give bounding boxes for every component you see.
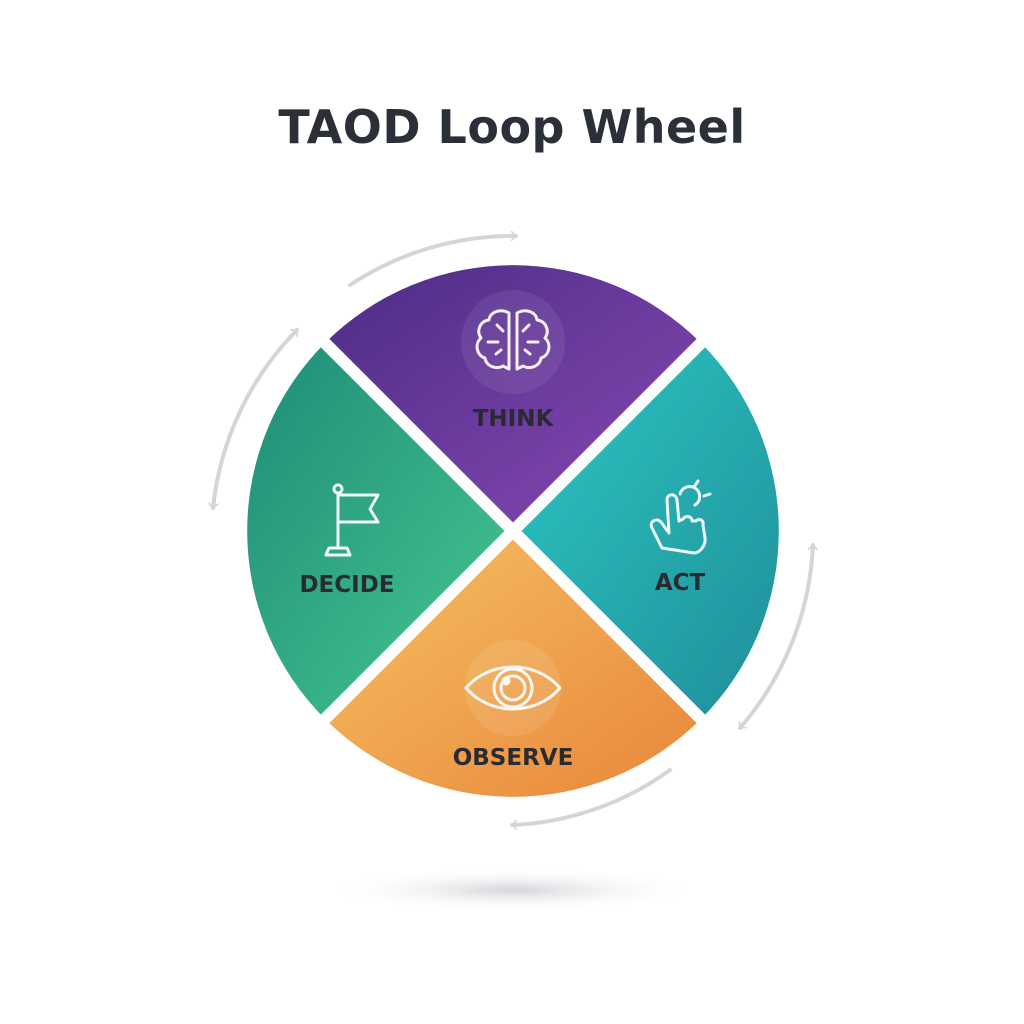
arrow-arc-right [738,543,813,730]
segment-decide[interactable] [247,343,514,719]
arrow-arc-left [213,328,299,510]
arrow-arc-bottom [510,768,672,825]
eye-icon [464,665,562,711]
arrow-arc-top [348,236,518,287]
segment-act[interactable] [513,343,779,719]
wheel-shadow [323,868,703,912]
diagram-title: TAOD Loop Wheel [278,100,746,154]
segment-label-act: ACT [655,570,706,596]
segment-think[interactable] [325,265,701,531]
brain-icon [475,309,551,371]
segment-observe[interactable] [325,531,701,797]
icon-halo [461,290,565,394]
icon-halo [465,640,561,736]
divider [295,313,731,749]
flag-icon [324,483,380,557]
segment-label-decide: DECIDE [299,572,394,598]
hand-wrench-icon [649,479,712,555]
segment-label-think: THINK [473,406,555,432]
segment-label-observe: OBSERVE [453,745,574,771]
